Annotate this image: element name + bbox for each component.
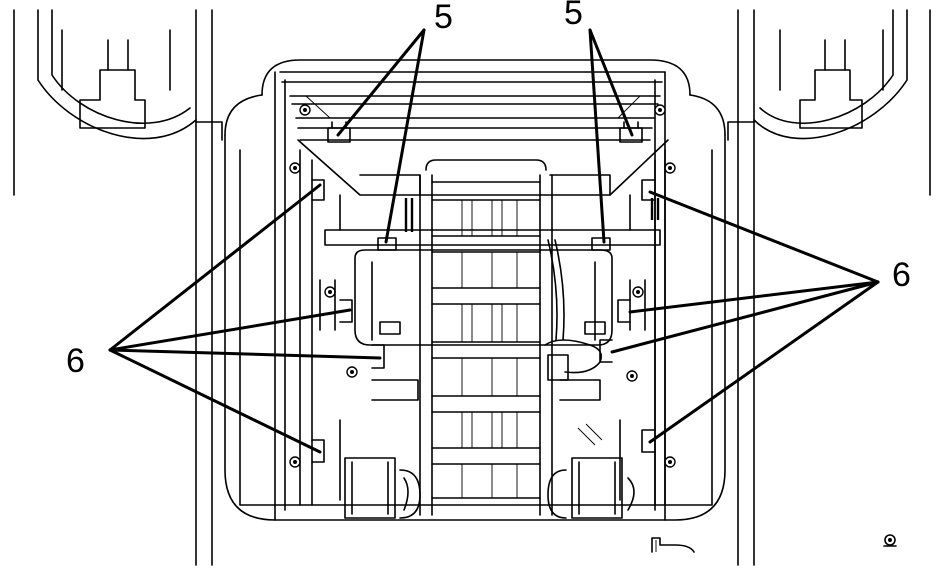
mast-plate <box>297 139 669 251</box>
bolt <box>632 286 644 298</box>
bolt <box>289 456 301 468</box>
bolt <box>289 162 301 174</box>
bolt <box>626 370 638 382</box>
callout-6-left: 6 <box>66 342 85 380</box>
carriage-body <box>339 249 621 501</box>
callout-5-right: 5 <box>564 0 583 32</box>
bolt-set <box>289 104 676 468</box>
top-crossmembers <box>279 71 666 141</box>
bolt <box>346 366 358 378</box>
copyright-like-symbol-icon <box>883 534 897 547</box>
energy-chain <box>419 159 553 516</box>
bolt <box>664 456 676 468</box>
callout-5-left: 5 <box>434 0 453 36</box>
bolt <box>324 286 336 298</box>
truck-outline-icon <box>651 537 695 553</box>
hydraulic-hose <box>544 239 603 381</box>
leader-lines-6-right <box>610 190 880 444</box>
bottom-roller-right <box>547 423 635 519</box>
outer-frame <box>13 9 931 566</box>
callout-6-right: 6 <box>892 256 911 294</box>
bolt <box>299 104 311 116</box>
leader-lines-6-left <box>108 183 382 454</box>
upper-right-housing <box>727 9 908 141</box>
leader-lines-5 <box>336 28 634 244</box>
bolt <box>664 162 676 174</box>
upper-left-housing <box>37 9 223 141</box>
bottom-roller-left <box>344 457 421 519</box>
bolt <box>654 104 666 116</box>
